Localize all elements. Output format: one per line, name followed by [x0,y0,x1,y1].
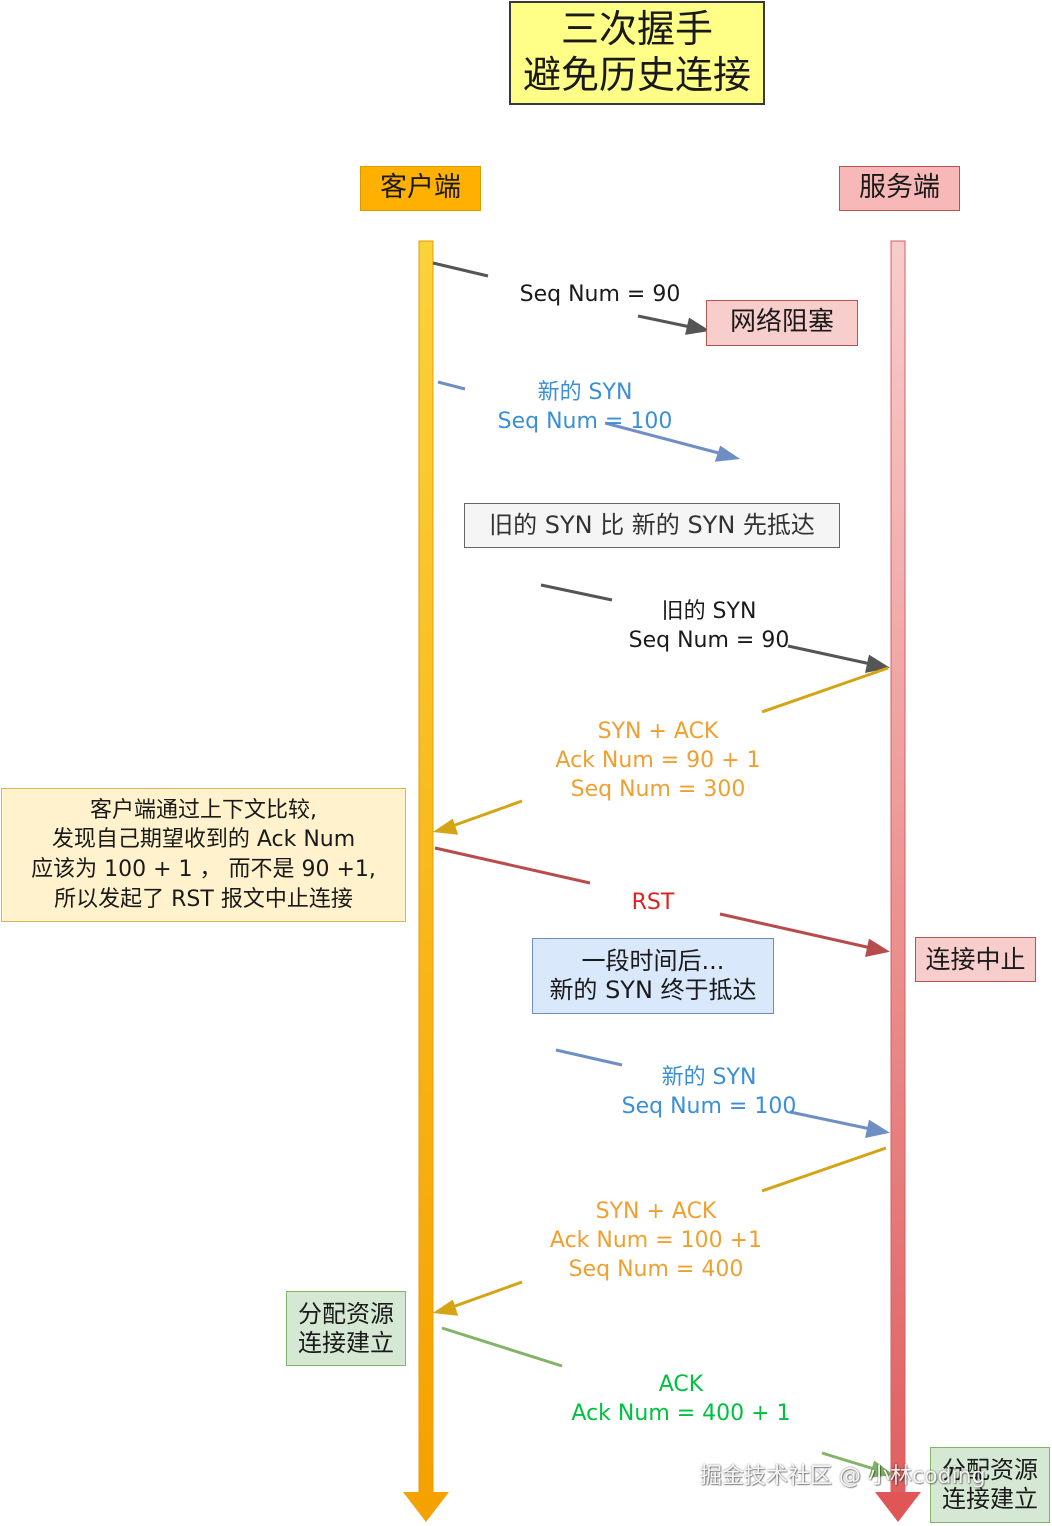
synack-1-seq: Seq Num = 300 [570,777,746,802]
new-syn-arrive-title: 新的 SYN [661,1065,757,1090]
synack-2-seq: Seq Num = 400 [568,1257,744,1282]
synack-1-label: SYN + ACK Ack Num = 90 + 1 Seq Num = 300 [548,717,768,804]
connection-abort-box: 连接中止 [915,937,1036,982]
server-label: 服务端 [859,172,940,204]
client-label: 客户端 [380,172,461,204]
client-header: 客户端 [360,166,481,211]
synack-2-ack: Ack Num = 100 +1 [549,1228,763,1253]
new-syn-sent-title: 新的 SYN [537,380,633,405]
synack-2-label: SYN + ACK Ack Num = 100 +1 Seq Num = 400 [546,1197,766,1284]
ack-num: Ack Num = 400 + 1 [571,1401,791,1426]
rst-arrow [434,846,890,957]
new-syn-sent-seq: Seq Num = 100 [497,409,673,434]
client-compare-note: 客户端通过上下文比较, 发现自己期望收到的 Ack Num 应该为 100 + … [1,788,406,922]
server-lifeline [875,240,921,1522]
server-established-line-1: 分配资源 [942,1456,1038,1485]
title-line-2: 避免历史连接 [522,53,751,97]
network-blocked-box: 网络阻塞 [706,300,858,346]
delay-note-line-2: 新的 SYN 终于抵达 [549,976,757,1004]
new-syn-arrive-label: 新的 SYN Seq Num = 100 [604,1063,814,1121]
connection-abort-label: 连接中止 [925,944,1026,974]
diagram-title: 三次握手 避免历史连接 [509,1,765,105]
server-header: 服务端 [839,166,960,211]
old-syn-arrive-label: 旧的 SYN Seq Num = 90 [609,597,809,655]
rst-label: RST [603,888,703,917]
new-syn-arrive-seq: Seq Num = 100 [621,1094,797,1119]
network-blocked-label: 网络阻塞 [729,307,834,338]
client-note-line-3: 应该为 100 + 1 ， 而不是 90 +1, [31,857,376,882]
synack-2-arrow [432,1146,887,1316]
client-established-line-2: 连接建立 [298,1328,394,1357]
client-established-box: 分配资源 连接建立 [286,1291,406,1366]
client-note-line-2: 发现自己期望收到的 Ack Num [51,827,356,853]
delay-note: 一段时间后... 新的 SYN 终于抵达 [532,938,774,1014]
watermark: 掘金技术社区 @ 小林coding [700,1464,986,1489]
old-syn-arrive-title: 旧的 SYN [661,599,757,624]
delay-note-line-1: 一段时间后... [581,947,725,976]
synack-1-ack: Ack Num = 90 + 1 [555,748,761,773]
new-syn-arrow-arrive [555,1048,890,1138]
old-first-note-text: 旧的 SYN 比 新的 SYN 先抵达 [489,511,815,540]
old-syn-sent-label: Seq Num = 90 [500,280,700,309]
new-syn-sent-label: 新的 SYN Seq Num = 100 [480,378,690,436]
old-syn-arrow-arrive [540,583,890,673]
rst-text: RST [631,890,675,915]
old-syn-arrive-seq: Seq Num = 90 [628,628,790,653]
synack-1-title: SYN + ACK [597,719,719,744]
client-note-line-4: 所以发起了 RST 报文中止连接 [54,886,353,912]
client-established-line-1: 分配资源 [298,1299,394,1328]
client-note-line-1: 客户端通过上下文比较, [90,797,317,823]
client-lifeline [403,240,449,1522]
old-syn-sent-seq: Seq Num = 90 [519,282,681,307]
new-syn-arrow-in-flight [437,380,741,462]
old-syn-arrow-blocked [432,261,711,335]
old-first-note: 旧的 SYN 比 新的 SYN 先抵达 [464,503,840,548]
ack-arrow [441,1326,895,1478]
server-established-line-2: 连接建立 [942,1485,1038,1513]
server-established-box: 分配资源 连接建立 [930,1447,1050,1523]
ack-label: ACK Ack Num = 400 + 1 [571,1370,791,1428]
synack-1-arrow [432,666,889,835]
ack-title: ACK [658,1372,704,1397]
title-line-1: 三次握手 [560,7,713,52]
synack-2-title: SYN + ACK [595,1199,717,1224]
